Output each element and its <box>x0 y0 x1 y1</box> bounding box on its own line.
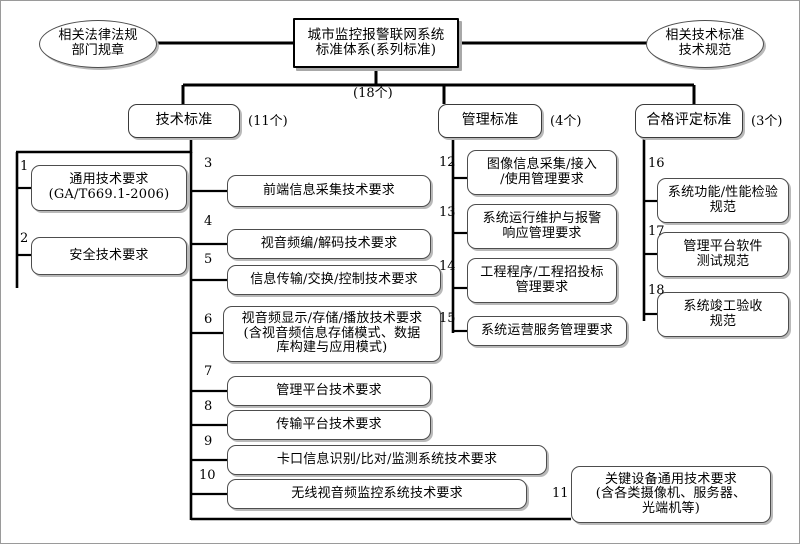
node-item-2[interactable]: 安全技术要求 <box>31 237 187 275</box>
item-16-text: 系统功能/性能检验 规范 <box>667 184 779 215</box>
item-number-7: 7 <box>204 364 213 379</box>
item-number-18: 18 <box>648 283 665 298</box>
node-left-ellipse[interactable]: 相关法律法规 部门规章 <box>39 20 157 68</box>
root-title-text: 城市监控报警联网系统 标准体系(系列标准) <box>307 26 445 58</box>
item-number-5: 5 <box>204 252 213 267</box>
item-4-text: 视音频编/解码技术要求 <box>260 235 398 251</box>
node-item-18[interactable]: 系统竣工验收 规范 <box>657 292 789 337</box>
root-count-label: (18个) <box>353 86 393 101</box>
item-number-3: 3 <box>204 156 213 171</box>
item-number-16: 16 <box>648 156 665 171</box>
item-9-text: 卡口信息识别/比对/监测系统技术要求 <box>276 451 498 467</box>
node-item-17[interactable]: 管理平台软件 测试规范 <box>657 232 789 277</box>
item-number-14: 14 <box>439 259 456 274</box>
node-category-tech[interactable]: 技术标准 <box>128 104 240 138</box>
node-item-13[interactable]: 系统运行维护与报警 响应管理要求 <box>467 204 617 249</box>
item-number-4: 4 <box>204 214 213 229</box>
item-number-6: 6 <box>204 312 213 327</box>
node-item-14[interactable]: 工程程序/工程招投标 管理要求 <box>467 258 617 303</box>
category-management-count: (4个) <box>550 114 582 129</box>
item-2-text: 安全技术要求 <box>69 247 149 263</box>
item-18-text: 系统竣工验收 规范 <box>683 298 763 329</box>
item-12-text: 图像信息采集/接入 /使用管理要求 <box>486 156 598 187</box>
node-item-12[interactable]: 图像信息采集/接入 /使用管理要求 <box>467 150 617 195</box>
node-item-15[interactable]: 系统运营服务管理要求 <box>467 316 627 346</box>
node-item-9[interactable]: 卡口信息识别/比对/监测系统技术要求 <box>227 445 547 475</box>
item-13-text: 系统运行维护与报警 响应管理要求 <box>482 210 602 241</box>
node-category-management[interactable]: 管理标准 <box>438 104 542 138</box>
node-item-16[interactable]: 系统功能/性能检验 规范 <box>657 178 789 223</box>
node-item-3[interactable]: 前端信息采集技术要求 <box>227 175 431 207</box>
category-management-label: 管理标准 <box>461 112 519 129</box>
node-item-8[interactable]: 传输平台技术要求 <box>227 410 431 440</box>
item-1-text: 通用技术要求 (GA/T669.1-2006) <box>48 172 170 202</box>
node-item-11[interactable]: 关键设备通用技术要求 (含各类摄像机、服务器、 光端机等) <box>571 466 771 523</box>
item-3-text: 前端信息采集技术要求 <box>262 182 395 198</box>
item-number-17: 17 <box>648 224 665 239</box>
node-item-4[interactable]: 视音频编/解码技术要求 <box>227 229 431 259</box>
item-number-2: 2 <box>20 231 29 246</box>
item-number-15: 15 <box>439 311 456 326</box>
node-item-6[interactable]: 视音频显示/存储/播放技术要求 (含视音频信息存储模式、数据 库构建与应用模式) <box>223 306 441 362</box>
category-tech-label: 技术标准 <box>155 112 213 129</box>
item-10-text: 无线视音频监控系统技术要求 <box>291 485 463 501</box>
node-item-5[interactable]: 信息传输/交换/控制技术要求 <box>227 265 441 295</box>
item-14-text: 工程程序/工程招投标 管理要求 <box>480 264 604 295</box>
node-category-conformity[interactable]: 合格评定标准 <box>635 104 743 138</box>
node-root-title[interactable]: 城市监控报警联网系统 标准体系(系列标准) <box>293 18 459 68</box>
item-7-text: 管理平台技术要求 <box>276 382 382 398</box>
node-item-7[interactable]: 管理平台技术要求 <box>227 376 431 406</box>
node-item-10[interactable]: 无线视音频监控系统技术要求 <box>227 479 527 509</box>
node-right-ellipse[interactable]: 相关技术标准 技术规范 <box>646 20 764 68</box>
left-ellipse-text: 相关法律法规 部门规章 <box>58 28 138 58</box>
category-conformity-count: (3个) <box>751 114 783 129</box>
item-number-8: 8 <box>204 399 213 414</box>
item-17-text: 管理平台软件 测试规范 <box>683 238 763 269</box>
item-11-text: 关键设备通用技术要求 (含各类摄像机、服务器、 光端机等) <box>595 471 747 516</box>
right-ellipse-text: 相关技术标准 技术规范 <box>665 28 745 58</box>
item-number-9: 9 <box>204 434 213 449</box>
item-number-13: 13 <box>439 205 456 220</box>
item-5-text: 信息传输/交换/控制技术要求 <box>250 271 418 287</box>
item-15-text: 系统运营服务管理要求 <box>480 322 613 338</box>
item-8-text: 传输平台技术要求 <box>276 416 382 432</box>
item-number-11: 11 <box>552 486 569 501</box>
node-item-1[interactable]: 通用技术要求 (GA/T669.1-2006) <box>31 165 187 211</box>
item-number-12: 12 <box>439 155 456 170</box>
item-number-1: 1 <box>20 159 29 174</box>
category-tech-count: (11个) <box>248 114 288 129</box>
item-number-10: 10 <box>199 468 216 483</box>
category-conformity-label: 合格评定标准 <box>646 112 732 129</box>
item-6-text: 视音频显示/存储/播放技术要求 (含视音频信息存储模式、数据 库构建与应用模式) <box>241 311 423 356</box>
